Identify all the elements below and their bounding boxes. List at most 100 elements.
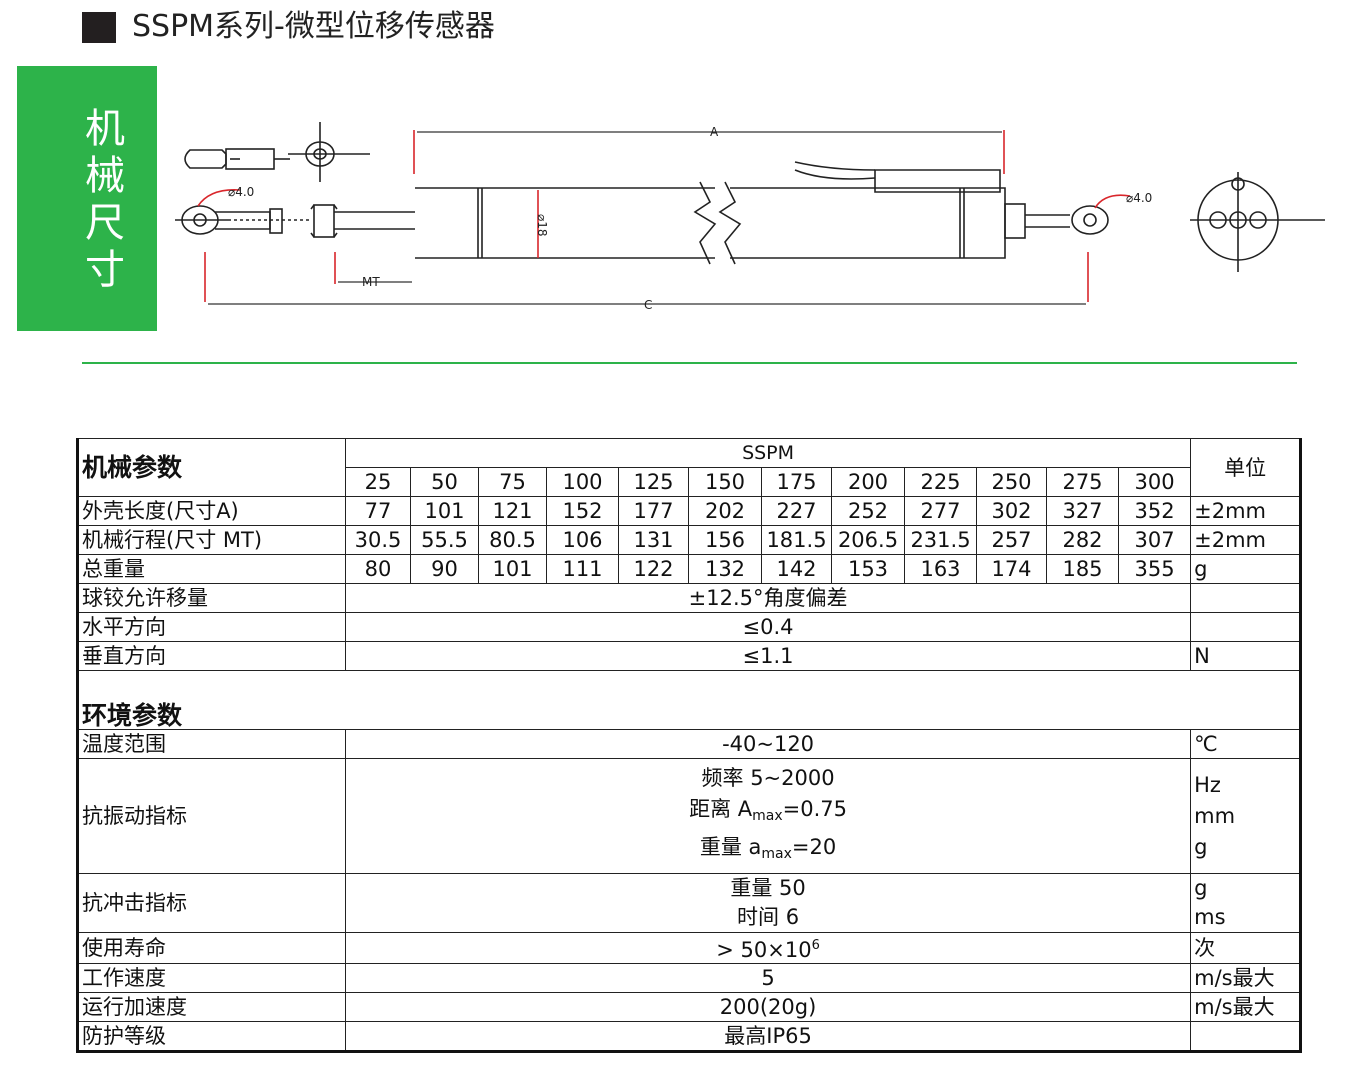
value-cell: > 50×106: [344, 932, 1192, 964]
value-cell: 231.5: [904, 525, 977, 555]
sensor-body: [415, 161, 1109, 265]
row-label: 抗冲击指标: [76, 873, 346, 933]
value-cell: 80: [345, 554, 411, 584]
table-row: 垂直方向 ≤1.1 N: [76, 641, 1303, 671]
value-cell: 200(20g): [344, 992, 1192, 1022]
value-cell: 327: [1046, 496, 1119, 526]
table-row: 抗振动指标 频率 5~2000 距离 Amax=0.75 重量 amax=20 …: [76, 758, 1303, 874]
stroke-cell: 200: [831, 467, 905, 497]
value-cell: -40~120: [344, 729, 1192, 759]
stroke-cell: 150: [688, 467, 762, 497]
unit-cell: g ms: [1190, 873, 1303, 933]
value-cell: 142: [761, 554, 832, 584]
stroke-cell: 100: [546, 467, 619, 497]
unit-line: Hz: [1194, 772, 1221, 797]
value-cell: 55.5: [410, 525, 479, 555]
table-row: 工作速度 5 m/s最大: [76, 963, 1303, 993]
unit-cell: 次: [1190, 932, 1303, 964]
value-cell: 101: [410, 496, 479, 526]
value-cell: 101: [478, 554, 547, 584]
unit-cell: m/s最大: [1190, 992, 1303, 1022]
value-cell: 302: [976, 496, 1047, 526]
stroke-cell: 175: [761, 467, 832, 497]
value-cell: ≤1.1: [344, 641, 1192, 671]
table-row: 球铰允许移量 ±12.5°角度偏差: [76, 583, 1303, 613]
value-cell: 90: [410, 554, 479, 584]
vib-weight: 重量 amax=20: [347, 832, 1190, 870]
value-cell: 277: [904, 496, 977, 526]
value-cell: 352: [1117, 496, 1192, 526]
value-cell: 132: [688, 554, 762, 584]
value-cell: 最高IP65: [344, 1021, 1192, 1053]
model-header: SSPM: [344, 438, 1192, 468]
vib-weight-value: =20: [791, 834, 837, 859]
table-row: 水平方向 ≤0.4: [76, 612, 1303, 642]
value-cell: 177: [618, 496, 689, 526]
row-label: 抗振动指标: [76, 758, 346, 874]
row-label: 使用寿命: [76, 932, 346, 964]
value-cell: 163: [904, 554, 977, 584]
value-cell: 111: [546, 554, 619, 584]
table-row: 外壳长度(尺寸A) 77 101 121 152 177 202 227 252…: [76, 496, 1303, 526]
section-divider: [82, 362, 1297, 364]
dim-label-c: C: [644, 298, 652, 312]
stroke-cell: 125: [618, 467, 689, 497]
stroke-cell: 225: [904, 467, 977, 497]
value-cell: 156: [688, 525, 762, 555]
value-cell: 307: [1117, 525, 1192, 555]
value-cell: 30.5: [345, 525, 411, 555]
shock-weight: 重量 50: [730, 876, 806, 900]
dia-label-left: ⌀4.0: [228, 185, 254, 199]
unit-cell: ±2mm: [1190, 496, 1303, 526]
unit-cell: N: [1190, 641, 1303, 671]
title-marker: [82, 12, 116, 43]
unit-line: mm: [1194, 803, 1236, 828]
table-row: 防护等级 最高IP65: [76, 1021, 1303, 1053]
value-cell: 80.5: [478, 525, 547, 555]
stroke-cell: 300: [1117, 467, 1192, 497]
unit-cell: ±2mm: [1190, 525, 1303, 555]
vib-distance-text: 距离 A: [689, 796, 753, 821]
row-label: 防护等级: [76, 1021, 346, 1053]
value-cell: 252: [831, 496, 905, 526]
subscript: max: [752, 807, 783, 824]
value-cell: 重量 50 时间 6: [344, 873, 1192, 933]
unit-cell: ℃: [1190, 729, 1303, 759]
clevis-top-view: [184, 122, 370, 182]
value-cell: 206.5: [831, 525, 905, 555]
value-cell: 152: [546, 496, 619, 526]
subscript: max: [761, 845, 792, 862]
life-value: > 50×10: [716, 938, 812, 962]
value-cell: 121: [478, 496, 547, 526]
value-cell: 227: [761, 496, 832, 526]
row-label: 垂直方向: [76, 641, 346, 671]
superscript: 6: [811, 938, 820, 953]
table-row: 抗冲击指标 重量 50 时间 6 g ms: [76, 873, 1303, 933]
unit-line: g: [1194, 834, 1208, 859]
page-title: SSPM系列-微型位移传感器: [132, 9, 495, 44]
unit-cell: g: [1190, 554, 1303, 584]
row-label: 外壳长度(尺寸A): [76, 496, 346, 526]
value-cell: 185: [1046, 554, 1119, 584]
stroke-cell: 75: [478, 467, 547, 497]
row-label: 机械行程(尺寸 MT): [76, 525, 346, 555]
dia-label-right: ⌀4.0: [1126, 191, 1152, 205]
value-cell: 77: [345, 496, 411, 526]
stroke-cell: 275: [1046, 467, 1119, 497]
unit-line: ms: [1194, 905, 1226, 929]
table-row: 使用寿命 > 50×106 次: [76, 932, 1303, 964]
value-cell: 174: [976, 554, 1047, 584]
shock-time: 时间 6: [737, 905, 800, 929]
unit-cell: Hz mm g: [1190, 758, 1303, 874]
dia-label-body: ⌀18: [535, 214, 549, 237]
unit-header: 单位: [1190, 438, 1303, 497]
vib-distance-value: =0.75: [782, 796, 848, 821]
value-cell: 153: [831, 554, 905, 584]
dim-label-a: A: [710, 125, 719, 139]
value-cell: 131: [618, 525, 689, 555]
unit-cell: [1190, 583, 1303, 613]
row-label: 水平方向: [76, 612, 346, 642]
unit-cell: m/s最大: [1190, 963, 1303, 993]
table-row: 总重量 80 90 101 111 122 132 142 153 163 17…: [76, 554, 1303, 584]
value-cell: 5: [344, 963, 1192, 993]
